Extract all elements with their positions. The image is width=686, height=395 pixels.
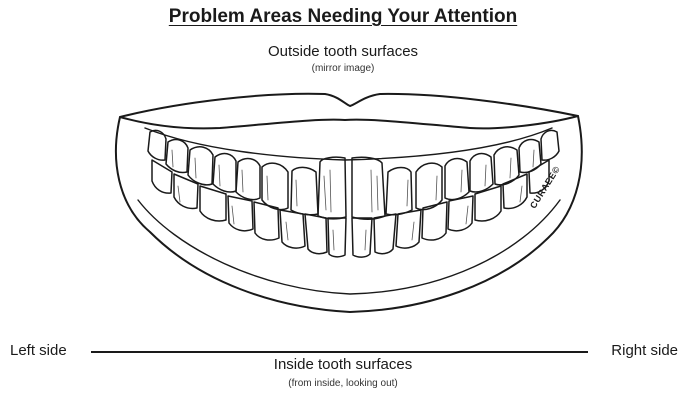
tooth-lower-molar-left-1: [200, 186, 226, 221]
tooth-upper-left-premolar-1: [236, 159, 260, 200]
tooth-lower-premolar-right-1: [422, 202, 447, 240]
tooth-upper-left-central-incisor: [318, 157, 346, 219]
inside-view-note: (from inside, looking out): [0, 378, 686, 389]
lower-teeth: [152, 160, 549, 257]
tooth-lower-molar-right-2: [503, 174, 527, 208]
tooth-upper-right-lateral-incisor: [386, 168, 412, 215]
tooth-lower-incisor-2: [352, 218, 372, 257]
tooth-lower-incisor-3: [305, 214, 327, 254]
tooth-lower-canine-right: [396, 210, 421, 248]
upper-teeth: [148, 130, 559, 219]
divider-line: [91, 351, 588, 353]
lower-lip: [116, 116, 582, 312]
upper-lip: [120, 94, 578, 129]
tooth-upper-right-molar-3: [541, 130, 559, 160]
tooth-upper-left-canine: [262, 163, 288, 209]
tooth-upper-left-molar-2: [166, 140, 188, 173]
tooth-lower-incisor-4: [374, 214, 396, 254]
tooth-lower-premolar-right-2: [448, 196, 473, 231]
tooth-upper-left-molar-3: [148, 130, 166, 160]
tooth-upper-right-premolar-2: [470, 154, 493, 193]
tooth-lower-premolar-left-1: [254, 202, 279, 240]
tooth-upper-left-molar-1: [188, 147, 213, 185]
tooth-lower-canine-left: [280, 210, 305, 248]
tooth-upper-right-canine: [416, 163, 442, 209]
inside-surfaces-label: Inside tooth surfaces: [0, 356, 686, 373]
tooth-lower-molar-left-2: [174, 174, 198, 208]
lower-gum-line: [138, 200, 560, 294]
tooth-lower-premolar-left-2: [228, 196, 253, 231]
tooth-upper-left-lateral-incisor: [291, 167, 318, 214]
upper-gum-line: [145, 128, 552, 160]
tooth-lower-molar-left-3: [152, 160, 172, 193]
tooth-upper-right-central-incisor: [352, 157, 385, 219]
tooth-lower-incisor-1: [328, 218, 346, 257]
tooth-upper-left-premolar-2: [213, 154, 236, 193]
tooth-upper-right-premolar-1: [445, 159, 469, 200]
